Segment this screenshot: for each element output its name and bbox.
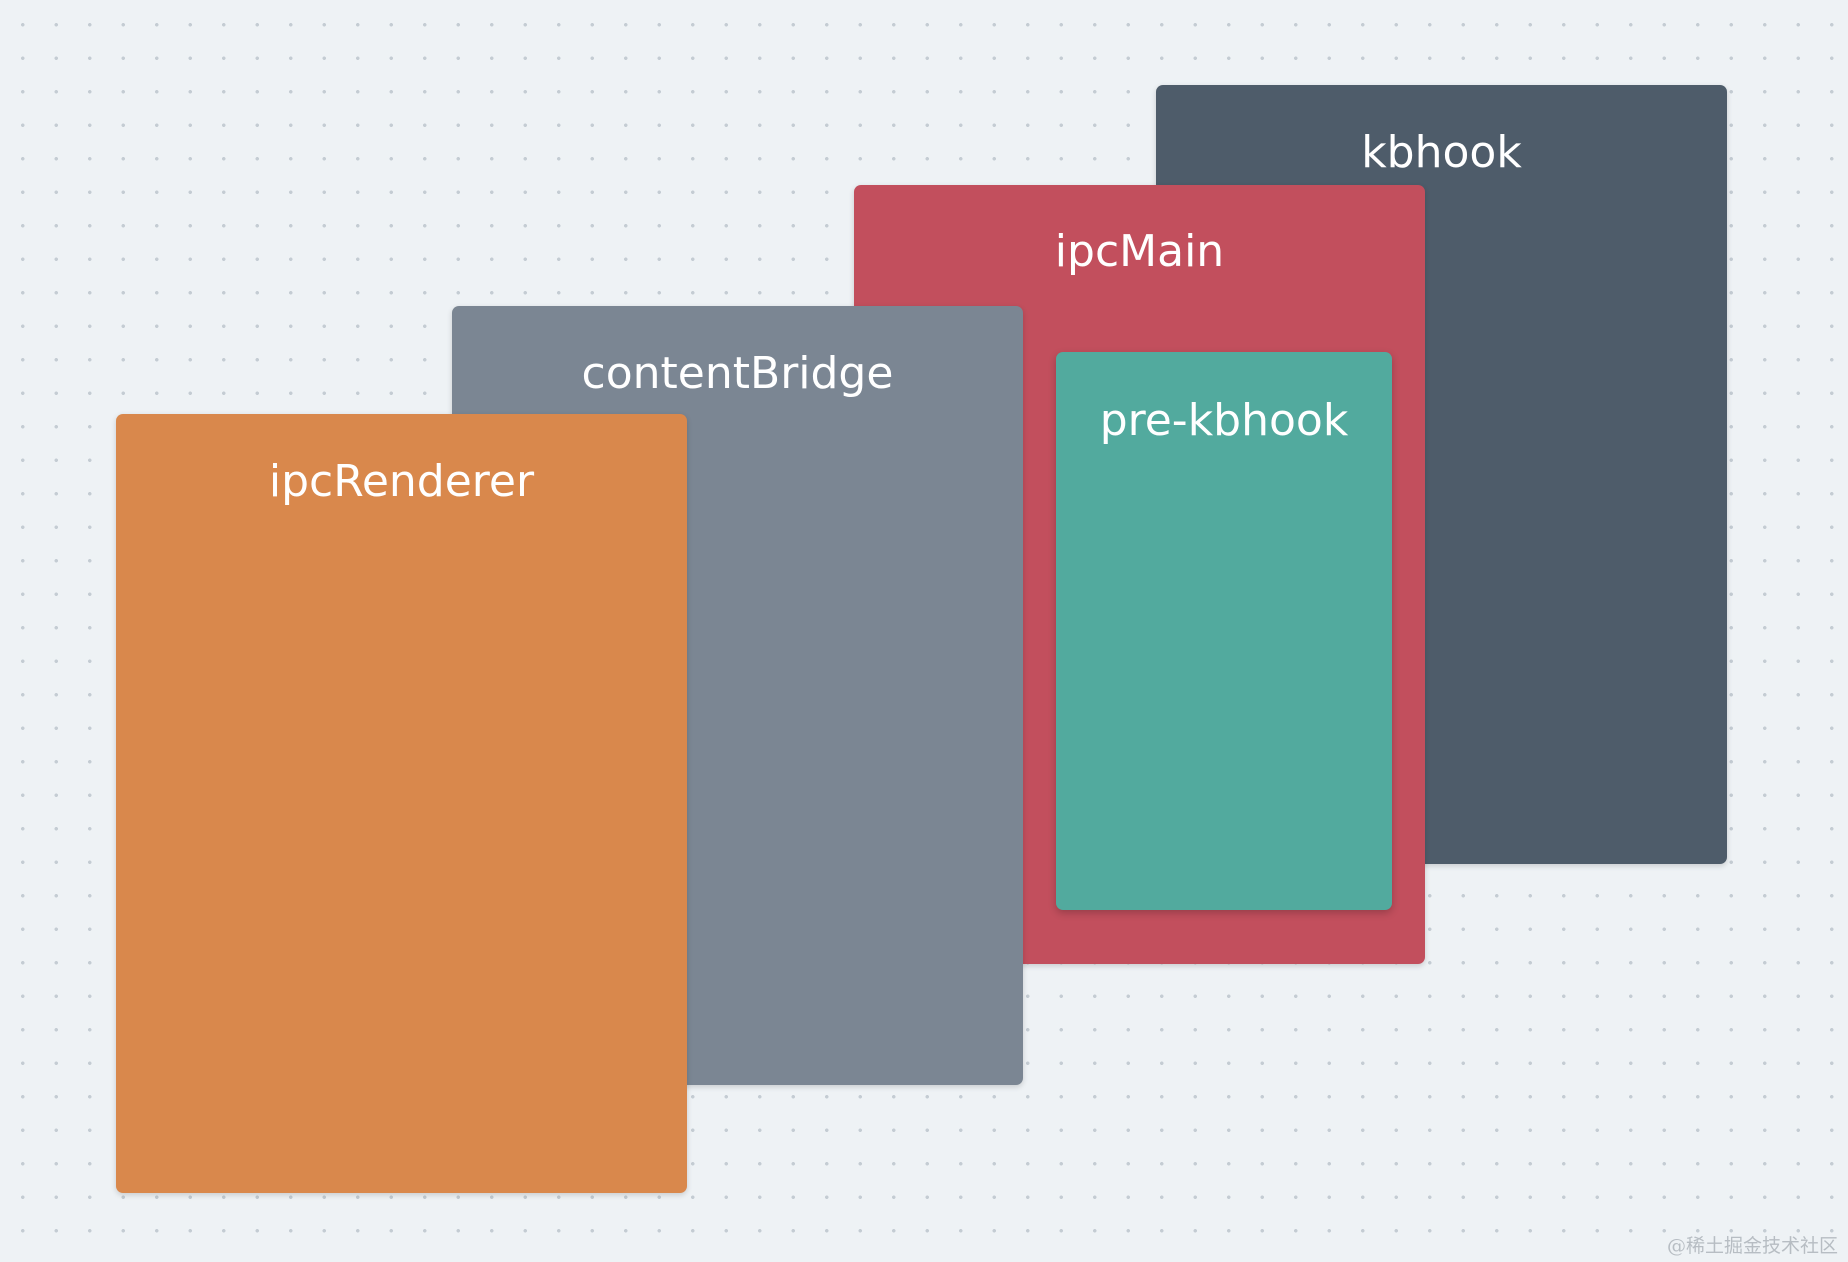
watermark: @稀土掘金技术社区	[1666, 1235, 1838, 1257]
contentbridge-label: contentBridge	[581, 348, 894, 399]
ipcrenderer-label: ipcRenderer	[268, 456, 535, 507]
ipcrenderer-block	[116, 414, 687, 1193]
kbhook-label: kbhook	[1361, 127, 1522, 178]
pre-kbhook-label: pre-kbhook	[1099, 395, 1349, 446]
pre-kbhook-block	[1056, 352, 1392, 910]
ipcmain-label: ipcMain	[1054, 226, 1225, 277]
